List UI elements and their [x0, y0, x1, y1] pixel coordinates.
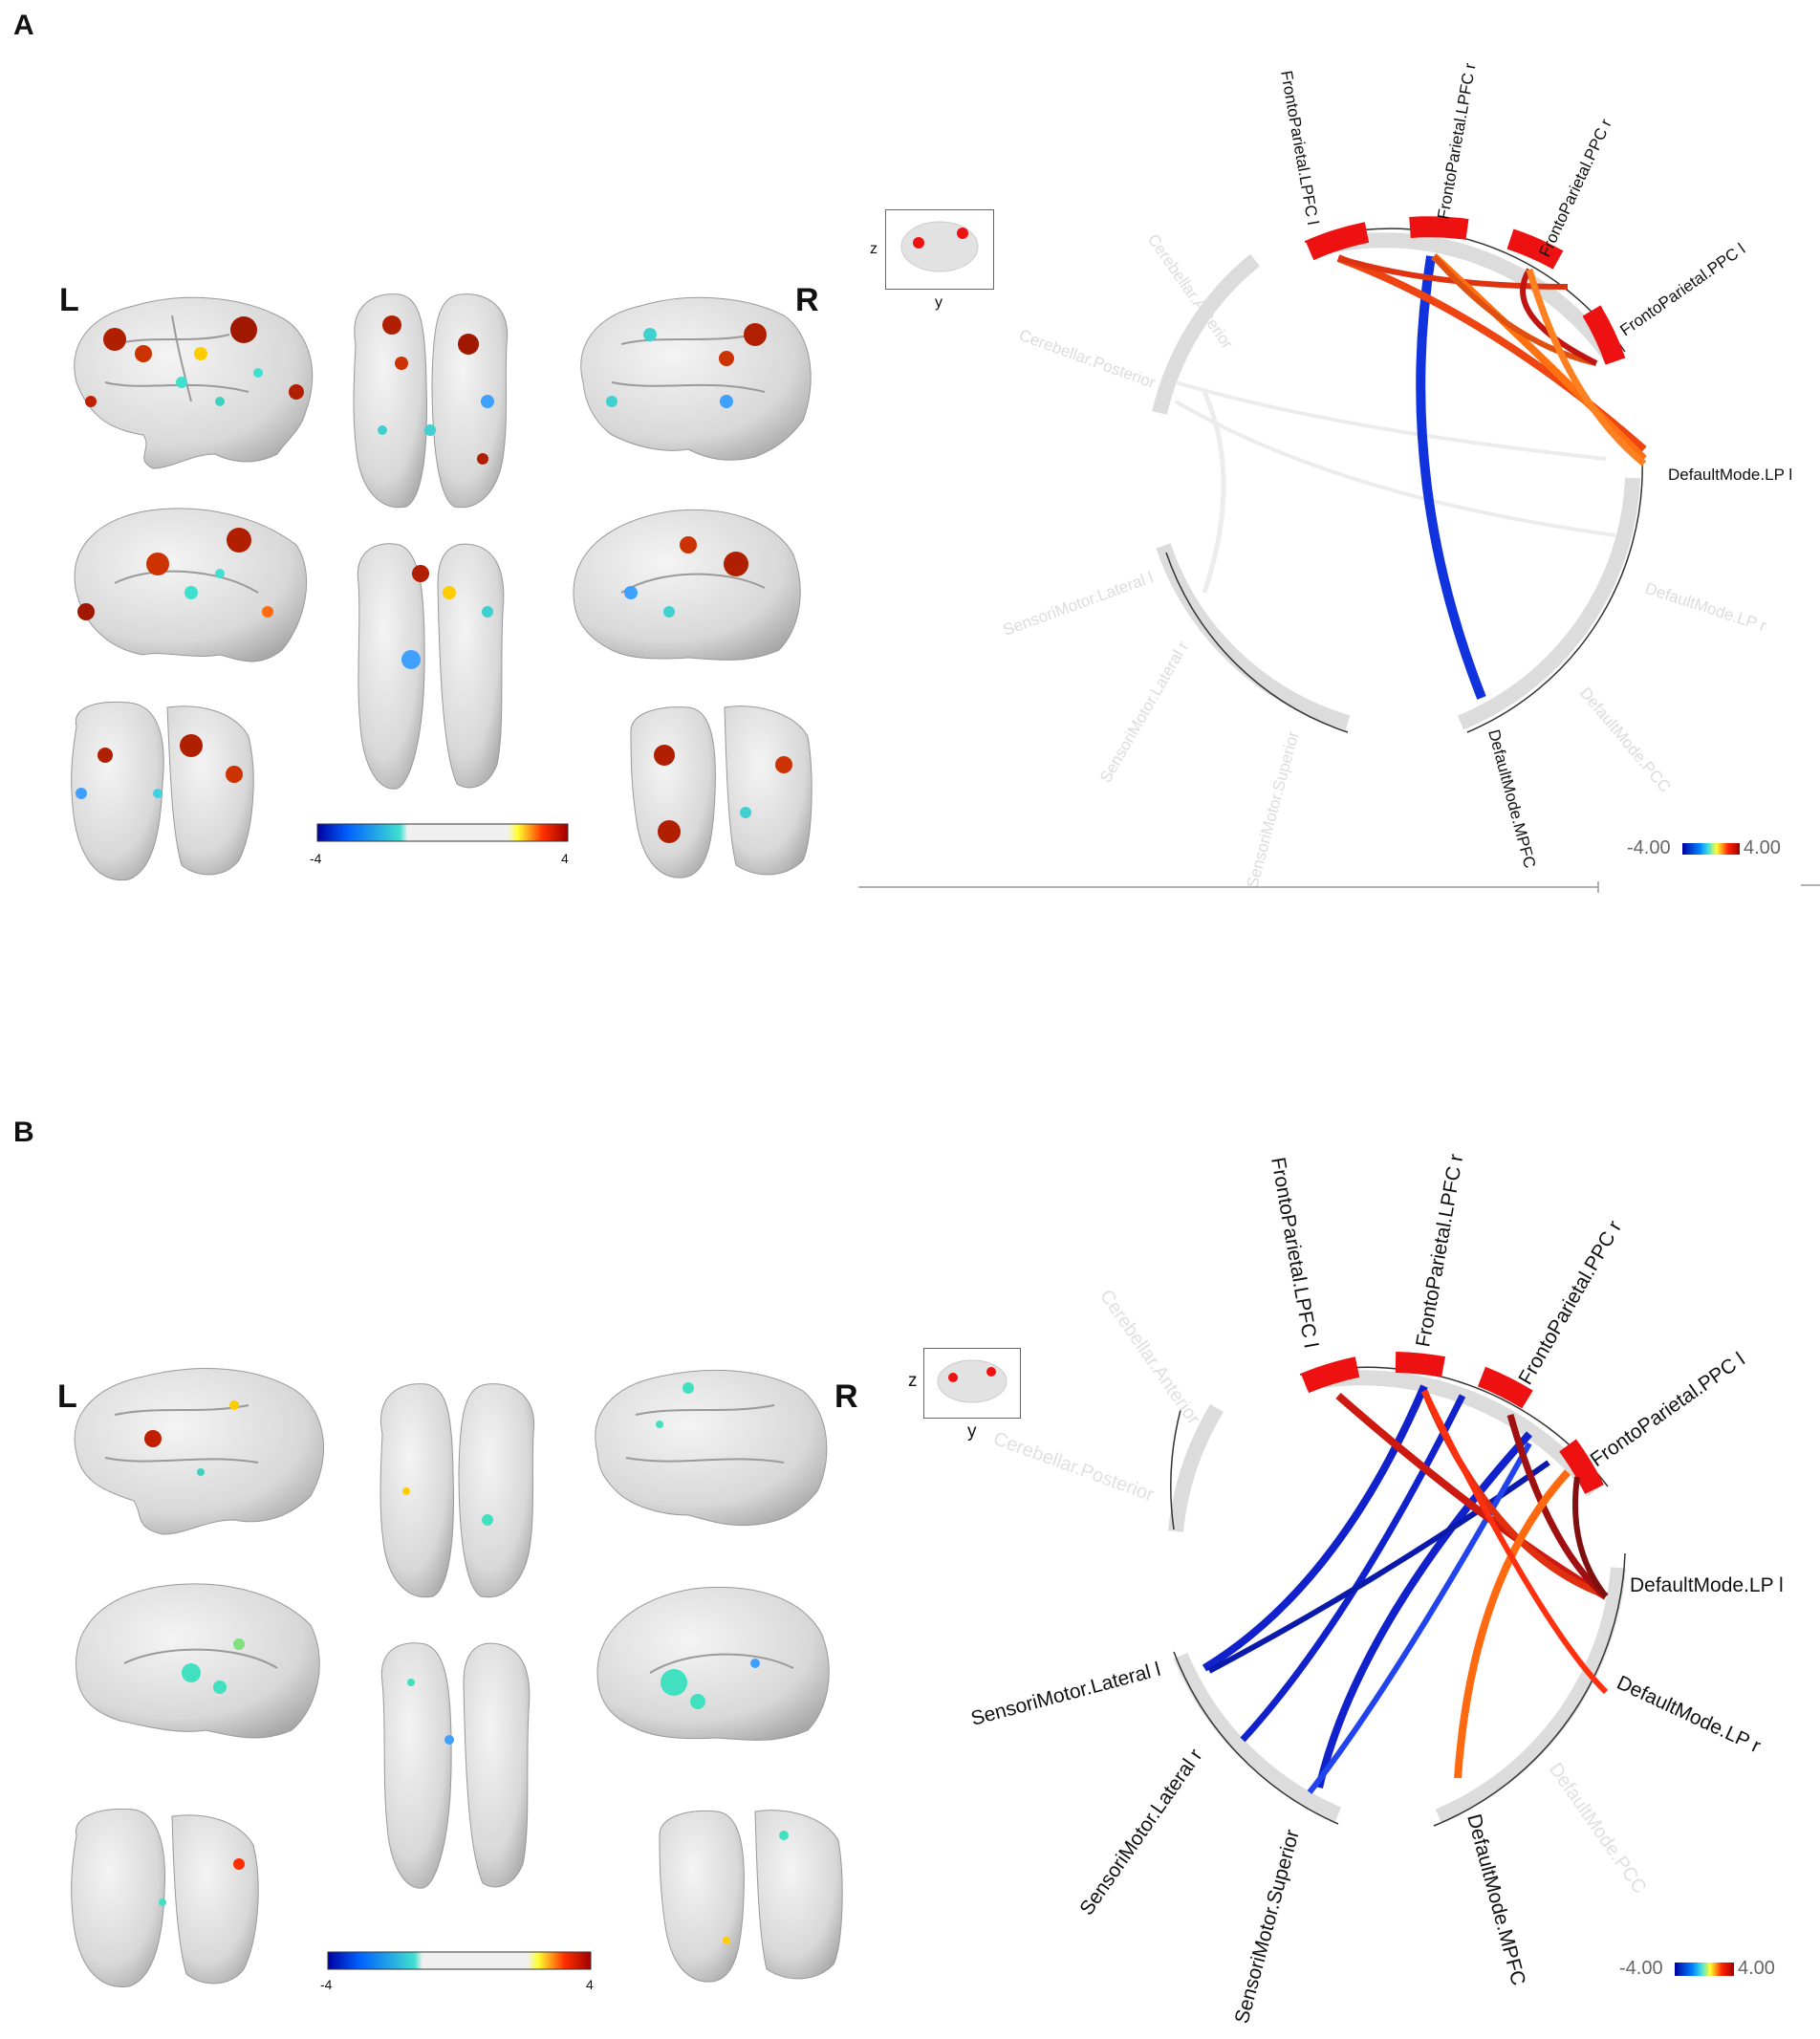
chord-lpfcr-mpfc-a: [1416, 255, 1486, 700]
chord-scale-max-a: 4.00: [1744, 837, 1781, 858]
ring-sensorimotor-a: [1156, 543, 1351, 730]
chord-colorbar-b: [1675, 1963, 1734, 1976]
chord-scale-min-b: -4.00: [1619, 1958, 1663, 1979]
ring-sensorimotor-b: [1173, 1652, 1342, 1822]
label-lp-l-a: DefaultMode.LP l: [1668, 466, 1792, 484]
node-ppc-r-a: [1506, 228, 1564, 270]
ring-defaultmode-b: [1435, 1567, 1626, 1824]
chord-scale-max-b: 4.00: [1738, 1958, 1775, 1979]
brain-thumbnail-a: [885, 209, 994, 290]
brain-dorsal-b: [379, 1383, 535, 1598]
brain-thumbnail-b: [923, 1348, 1021, 1419]
label-pcc-a: DefaultMode.PCC: [1576, 683, 1675, 795]
brain-medial-left-b: [76, 1583, 320, 1739]
label-lateral-l-b: SensoriMotor.Lateral l: [968, 1659, 1162, 1730]
brain-lateral-right-b: [595, 1369, 828, 1527]
colorbar-min-a: -4: [310, 851, 322, 866]
ring-cerebellar-a: [1152, 253, 1261, 415]
brain-medial-right-b: [596, 1586, 830, 1741]
chord-diagram-a: Cerebellar.Anterior Cerebellar.Posterior…: [858, 61, 1820, 893]
brain-ventral-a: [357, 543, 505, 790]
brain-lateral-right-a: [580, 296, 812, 461]
thumb-axis-y-b: y: [967, 1421, 977, 1442]
chord-scale-min-a: -4.00: [1627, 837, 1671, 858]
brain-ventral-b: [380, 1642, 531, 1889]
chord-colorbar-a: [1682, 843, 1740, 855]
ring-defaultmode-a: [1457, 477, 1640, 730]
node-ppc-r-b: [1477, 1366, 1533, 1409]
colorbar-a: [316, 823, 569, 842]
label-lpfc-r-a: FrontoParietal.LPFC r: [1434, 61, 1479, 220]
label-lp-l-b: DefaultMode.LP l: [1630, 1574, 1784, 1596]
label-lpfc-l-a: FrontoParietal.LPFC l: [1277, 69, 1322, 226]
node-ppc-l-a: [1582, 305, 1626, 365]
brain-posterior-right-b: [659, 1810, 843, 1983]
label-superior-a: SensoriMotor.Superior: [1244, 728, 1303, 890]
colorbar-b: [327, 1951, 592, 1970]
hemisphere-right-label-b: R: [834, 1378, 858, 1415]
thumbnail-brain-icon: [900, 221, 979, 272]
chord-red-1-b: [1335, 1392, 1609, 1600]
ring-cerebellar-b: [1168, 1403, 1224, 1532]
colorbar-max-b: 4: [586, 1977, 594, 1992]
brain-medial-right-a: [573, 509, 801, 661]
chord-blue-1-b: [1202, 1384, 1428, 1672]
label-lateral-l-a: SensoriMotor.Lateral l: [1001, 568, 1156, 639]
label-lateral-r-b: SensoriMotor.Lateral r: [1075, 1745, 1206, 1919]
label-lp-r-b: DefaultMode.LP r: [1614, 1672, 1764, 1758]
label-lp-r-a: DefaultMode.LP r: [1643, 579, 1769, 636]
label-lpfc-r-b: FrontoParietal.LPFC r: [1412, 1153, 1467, 1349]
label-lateral-r-a: SensoriMotor.Lateral r: [1096, 638, 1192, 786]
label-cereb-post-b: Cerebellar.Posterior: [990, 1428, 1157, 1506]
label-ppc-l-b: FrontoParietal.PPC l: [1587, 1348, 1749, 1471]
node-lpfc-l-a: [1305, 222, 1370, 261]
colorbar-max-a: 4: [561, 851, 569, 866]
node-lpfc-r-b: [1395, 1352, 1445, 1377]
panel-letter-a: A: [13, 10, 34, 41]
label-mpfc-a: DefaultMode.MPFC: [1484, 727, 1539, 870]
ring-frontoparietal-b: [1303, 1370, 1601, 1496]
brain-posterior-right-a: [630, 705, 812, 879]
ring-frontoparietal-a: [1307, 232, 1617, 362]
brain-posterior-left-a: [71, 701, 254, 881]
brain-posterior-left-b: [71, 1808, 259, 1987]
brain-medial-left-a: [74, 508, 308, 662]
brain-dorsal-a: [353, 293, 509, 509]
label-cereb-post-a: Cerebellar.Posterior: [1017, 326, 1159, 392]
colorbar-min-b: -4: [320, 1977, 333, 1992]
hemisphere-left-label-b: L: [57, 1378, 77, 1415]
label-ppc-l-a: FrontoParietal.PPC l: [1616, 240, 1748, 339]
label-ppc-r-a: FrontoParietal.PPC r: [1535, 116, 1615, 259]
chord-diagram-b: Cerebellar.Anterior Cerebellar.Posterior…: [968, 1153, 1783, 2027]
label-lpfc-l-b: FrontoParietal.LPFC l: [1267, 1156, 1322, 1350]
node-lpfc-l-b: [1300, 1356, 1360, 1394]
label-superior-b: SensoriMotor.Superior: [1231, 1828, 1304, 2027]
panel-a-brain-views: [71, 293, 812, 881]
label-cereb-ant-b: Cerebellar.Anterior: [1095, 1286, 1204, 1428]
hemisphere-left-label-a: L: [59, 282, 79, 318]
thumbnail-brain-icon: [937, 1359, 1008, 1403]
thumb-axis-z-b: z: [908, 1371, 918, 1391]
node-ppc-l-b: [1559, 1439, 1604, 1495]
thumb-axis-y-a: y: [935, 294, 942, 311]
brain-lateral-left-a: [74, 296, 314, 469]
node-lpfc-r-a: [1409, 216, 1469, 240]
label-mpfc-b: DefaultMode.MPFC: [1462, 1811, 1529, 1987]
thumb-axis-z-a: z: [870, 241, 878, 257]
hemisphere-right-label-a: R: [795, 282, 819, 318]
panel-b-brain-views: [71, 1368, 843, 1987]
panel-letter-b: B: [13, 1117, 34, 1148]
label-ppc-r-b: FrontoParietal.PPC r: [1514, 1217, 1626, 1388]
brain-lateral-left-b: [74, 1368, 324, 1535]
label-pcc-b: DefaultMode.PCC: [1545, 1759, 1650, 1898]
